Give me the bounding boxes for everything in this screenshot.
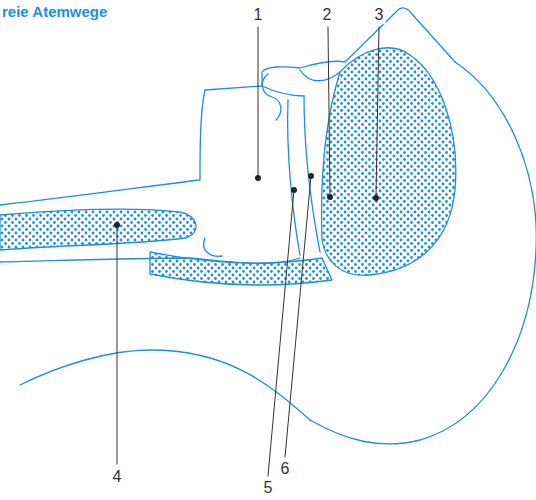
leader-line	[328, 27, 330, 197]
leader-dot	[327, 194, 333, 200]
callout-number: 6	[279, 460, 292, 478]
skull-outline	[310, 62, 536, 444]
tongue-region	[322, 48, 456, 275]
callout-number: 4	[111, 468, 124, 486]
pharynx-floor	[150, 252, 332, 285]
leader-line	[285, 176, 311, 457]
leader-line	[258, 27, 259, 178]
leader-dot	[291, 187, 297, 193]
leader-dot	[255, 175, 261, 181]
pharynx-wall	[288, 100, 300, 255]
callout-number: 3	[373, 6, 386, 24]
airway-tube	[0, 258, 300, 263]
face-outline	[0, 8, 455, 205]
callout-number: 2	[321, 6, 334, 24]
callout-number: 5	[262, 479, 275, 497]
leader-line	[376, 27, 379, 198]
leader-line	[117, 225, 118, 464]
lip-contour	[262, 74, 281, 120]
leader-dot	[114, 222, 120, 228]
palate	[262, 86, 304, 96]
leader-dot	[308, 173, 314, 179]
shoulder-outline	[20, 350, 310, 420]
trachea-region	[0, 209, 196, 250]
epiglottis	[204, 238, 222, 256]
callout-number: 1	[252, 6, 265, 24]
figure-title: reie Atemwege	[2, 4, 107, 21]
leader-line	[268, 190, 294, 476]
leader-dot	[373, 195, 379, 201]
nasal-passage	[300, 70, 340, 81]
